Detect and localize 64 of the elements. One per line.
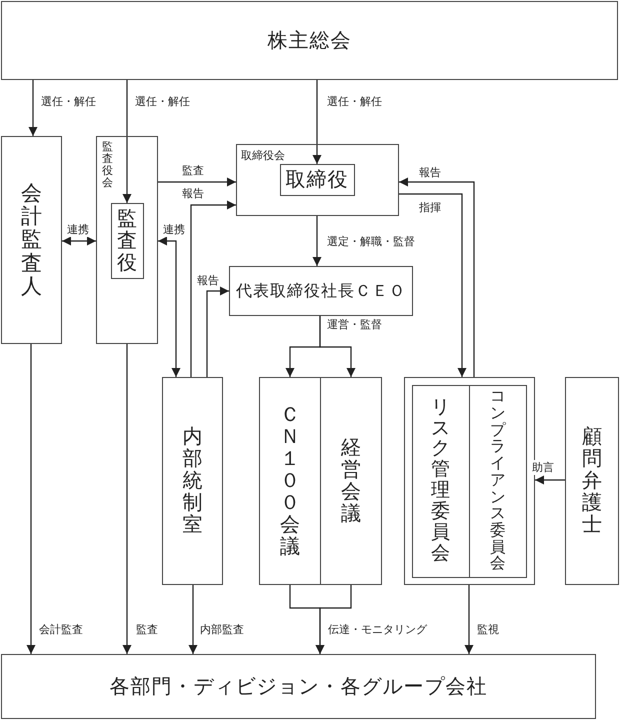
arrow (399, 178, 475, 377)
arrow (122, 80, 132, 203)
edge-label: 助言 (531, 460, 555, 475)
org-unit-box (259, 377, 321, 585)
unit-label: 代表取締役社長ＣＥＯ (236, 282, 406, 302)
unit-label: ＣＮ１００会議 (280, 404, 300, 558)
unit-label: リスク管理委員会 (431, 398, 450, 565)
edge-label: 選任・解任 (40, 94, 97, 109)
arrow (535, 476, 565, 484)
org-unit-box (110, 202, 144, 279)
org-unit-box (1, 654, 596, 719)
edge-label: 報告 (181, 186, 205, 201)
edge-label: 選任・解任 (326, 94, 383, 109)
unit-label: 株主総会 (268, 29, 352, 54)
unit-label: 内部統制室 (182, 426, 202, 536)
edge-label: 連携 (162, 222, 186, 237)
unit-label: 各部門・ディビジョン・各グループ会社 (110, 675, 488, 700)
edge-label: 監査 (135, 622, 159, 637)
edge-label: 会計監査 (38, 622, 84, 637)
org-unit-box (412, 384, 470, 578)
unit-label: 監査役 (117, 208, 138, 274)
edge-label: 報告 (418, 165, 442, 180)
org-unit-box (1, 1, 618, 80)
group-heading: 取締役会 (241, 148, 285, 163)
edge-label: 監査 (181, 163, 205, 178)
org-unit-box (162, 377, 223, 585)
arrow (464, 585, 474, 654)
org-unit-box (320, 377, 382, 585)
arrow (319, 316, 356, 377)
unit-label: 経営会議 (341, 437, 361, 525)
arrow (158, 236, 180, 377)
arrow (122, 344, 132, 654)
group-box (236, 144, 399, 216)
arrow (62, 236, 96, 246)
edge-label: 運営・監督 (326, 317, 383, 332)
edge-label: 指揮 (418, 200, 442, 215)
arrow (312, 80, 322, 164)
org-unit-box (229, 266, 413, 316)
unit-label: 取締役 (286, 168, 349, 194)
arrow (190, 200, 236, 377)
unit-label: 会計監査人 (21, 182, 42, 298)
unit-label: コンプライアンス委員会 (490, 389, 506, 574)
arrow (158, 178, 236, 186)
org-unit-box (468, 384, 527, 578)
arrow (206, 286, 229, 377)
edge-label: 伝達・モニタリング (327, 622, 428, 637)
org-unit-box (1, 136, 62, 344)
arrow (28, 80, 38, 136)
arrow (316, 585, 352, 654)
edge-label: 選任・解任 (134, 94, 191, 109)
edge-label: 選定・解職・監督 (326, 234, 416, 249)
group-heading: 監査役会 (102, 141, 113, 190)
edge-label: 報告 (196, 273, 220, 288)
edge-label: 内部監査 (199, 622, 245, 637)
org-unit-box (565, 377, 619, 585)
arrow (312, 216, 322, 266)
edge-label: 連携 (66, 222, 90, 237)
group-box (96, 136, 158, 344)
arrow (188, 585, 198, 654)
org-unit-box (280, 164, 355, 196)
arrow (26, 344, 36, 654)
arrow (399, 193, 466, 377)
edge-label: 監視 (476, 622, 500, 637)
unit-label: 顧問弁護士 (582, 426, 602, 536)
